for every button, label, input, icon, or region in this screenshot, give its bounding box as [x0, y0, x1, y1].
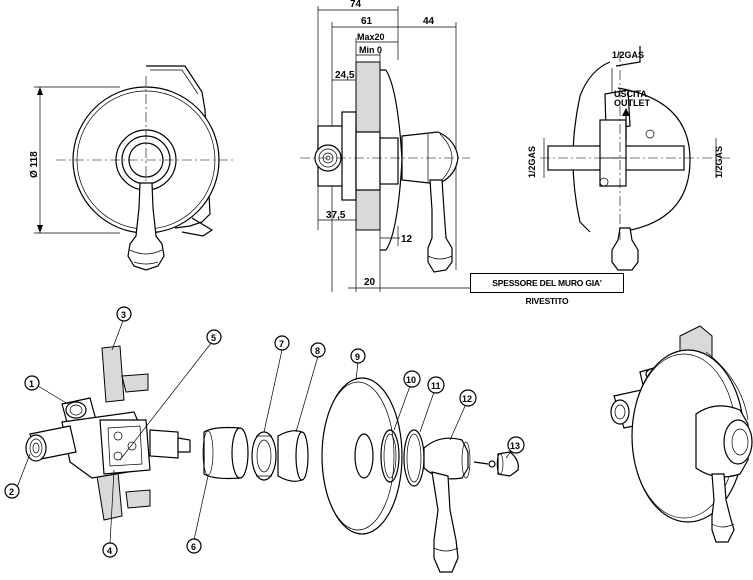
- dim-74: 74: [350, 0, 362, 10]
- part-number-6: 6: [191, 542, 196, 552]
- part-number-9: 9: [355, 352, 360, 362]
- part-number-4: 4: [107, 546, 112, 556]
- dim-min0: Min 0: [359, 45, 382, 55]
- wall-thickness-note: SPESSORE DEL MURO GIA' RIVESTITO: [470, 273, 624, 306]
- part-number-7: 7: [279, 339, 284, 349]
- part-number-2: 2: [9, 487, 14, 497]
- dim-37-5: 37,5: [326, 210, 346, 221]
- part-number-5: 5: [211, 333, 216, 343]
- part-number-3: 3: [121, 310, 126, 320]
- part-number-12: 12: [462, 394, 472, 404]
- part-number-10: 10: [406, 375, 416, 385]
- dim-max20: Max20: [357, 32, 385, 42]
- part-number-8: 8: [315, 346, 320, 356]
- part-number-1: 1: [29, 379, 34, 389]
- label-gas-right: 1/2GAS: [714, 146, 724, 178]
- part-number-11: 11: [431, 381, 441, 391]
- part-number-13: 13: [510, 441, 520, 451]
- label-gas-left: 1/2GAS: [527, 146, 537, 178]
- dim-diameter: Ø 118: [29, 151, 40, 178]
- isometric-view: [610, 325, 753, 543]
- label-uscita: USCITA: [614, 89, 647, 99]
- dim-20: 20: [364, 277, 376, 288]
- dim-44: 44: [423, 16, 435, 27]
- dim-61: 61: [361, 16, 373, 27]
- front-view: Ø 118: [29, 65, 236, 271]
- dim-12: 12: [401, 234, 413, 245]
- label-gas-top: 1/2GAS: [612, 50, 644, 60]
- rear-view: USCITA OUTLET 1/2GAS 1/2GAS 1/2GAS: [527, 46, 730, 271]
- exploded-view: 1 2 3 4 5 6 7 8 9 10 11 12 13: [4, 306, 525, 573]
- dim-24-5: 24,5: [335, 70, 355, 81]
- label-outlet: OUTLET: [614, 98, 650, 108]
- side-view: 74 61 44 Max20 Min 0: [300, 0, 470, 292]
